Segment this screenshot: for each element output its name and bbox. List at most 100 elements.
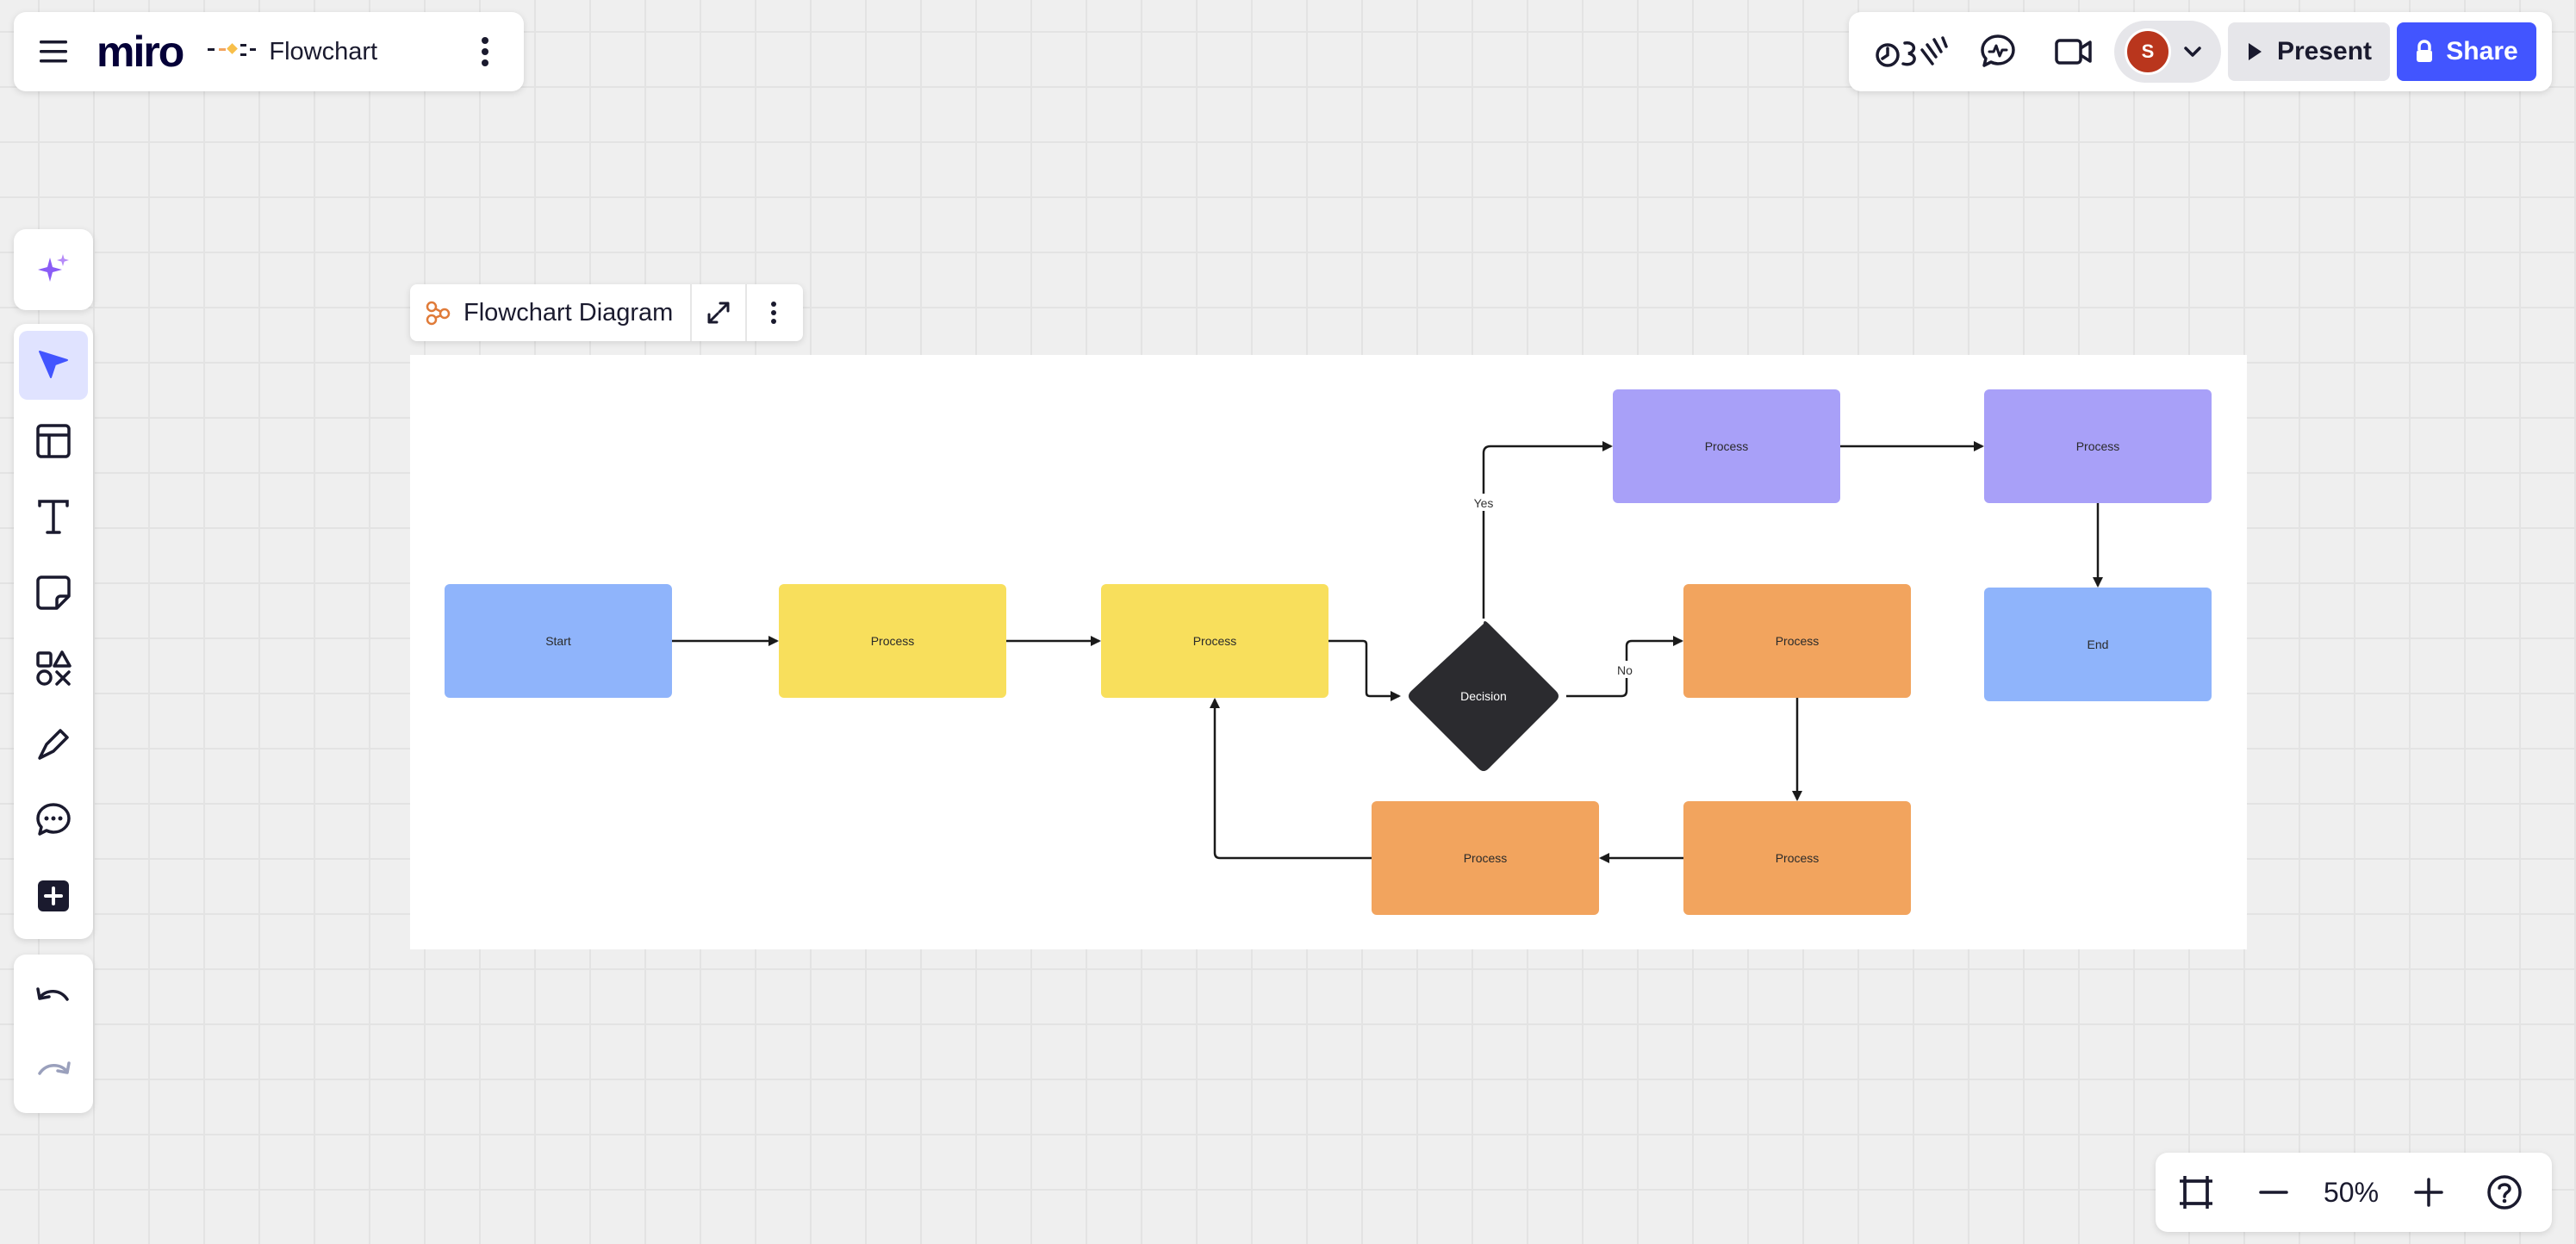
process-box[interactable]: [1613, 389, 1840, 503]
lock-icon: [2415, 40, 2434, 64]
process-box[interactable]: [1984, 389, 2212, 503]
reactions-icon[interactable]: [1871, 22, 1954, 82]
node-label: Process: [1464, 851, 1508, 865]
node-label: Decision: [1460, 689, 1507, 703]
node-label: Process: [1776, 634, 1820, 648]
select-tool-button[interactable]: [19, 331, 88, 400]
decision-diamond[interactable]: [1409, 621, 1559, 771]
present-button[interactable]: Present: [2228, 22, 2390, 81]
pen-icon: [34, 725, 72, 763]
hamburger-icon[interactable]: [36, 34, 71, 69]
ai-toolbar: [14, 229, 93, 310]
flowchart-node-p4[interactable]: Process: [1984, 389, 2212, 503]
help-icon: [2486, 1173, 2523, 1211]
user-menu[interactable]: S: [2114, 21, 2221, 83]
process-box[interactable]: [1984, 588, 2212, 701]
shapes-tool-button[interactable]: [19, 634, 88, 703]
diagram-icon: [424, 299, 451, 327]
video-camera-icon[interactable]: [2044, 22, 2104, 82]
flowchart-node-p5[interactable]: Process: [1683, 584, 1911, 698]
frame-title[interactable]: Flowchart Diagram: [464, 298, 674, 327]
more-vertical-icon[interactable]: [472, 30, 498, 73]
pen-tool-button[interactable]: [19, 710, 88, 779]
minus-icon: [2258, 1177, 2289, 1208]
node-label: Process: [1705, 439, 1749, 453]
connector-p2-to-decision[interactable]: [1328, 639, 1401, 701]
node-label: Process: [1193, 634, 1237, 648]
comment-tool-button[interactable]: [19, 786, 88, 855]
flowchart-node-end[interactable]: End: [1984, 588, 2212, 701]
process-box[interactable]: [445, 584, 672, 698]
connector-label-background: [1613, 661, 1637, 678]
node-label: Process: [1776, 851, 1820, 865]
more-tools-button[interactable]: [19, 861, 88, 930]
connector-label-background: [1472, 494, 1496, 511]
zoom-out-button[interactable]: [2243, 1162, 2304, 1222]
process-box[interactable]: [1683, 801, 1911, 915]
more-vertical-icon: [770, 301, 777, 325]
flowchart-node-start[interactable]: Start: [445, 584, 672, 698]
text-tool-button[interactable]: [19, 482, 88, 551]
frame-header-divider: [745, 284, 748, 341]
expand-button[interactable]: [692, 284, 745, 341]
connector-p7-to-p2[interactable]: [1210, 698, 1372, 860]
flowchart-node-decision[interactable]: Decision: [1409, 621, 1559, 771]
flowchart-board-icon: [207, 43, 257, 60]
flowchart-node-p6[interactable]: Process: [1683, 801, 1911, 915]
collaboration-toolbar: S Present Share: [1849, 12, 2552, 91]
zoom-in-button[interactable]: [2399, 1162, 2459, 1222]
redo-icon: [34, 1058, 72, 1089]
frame-header: Flowchart Diagram: [410, 284, 803, 341]
node-label: Process: [2076, 439, 2120, 453]
chevron-down-icon[interactable]: [2183, 46, 2202, 58]
process-box[interactable]: [1101, 584, 1328, 698]
undo-icon: [34, 984, 72, 1015]
frame-more-button[interactable]: [747, 284, 800, 341]
node-label: Process: [871, 634, 915, 648]
templates-icon: [34, 422, 72, 460]
flowchart-node-p1[interactable]: Process: [779, 584, 1006, 698]
shapes-icon: [34, 650, 72, 687]
flowchart-node-p3[interactable]: Process: [1613, 389, 1840, 503]
redo-button[interactable]: [19, 1039, 88, 1108]
node-label: Start: [545, 634, 571, 648]
play-icon: [2246, 41, 2263, 62]
undo-button[interactable]: [19, 965, 88, 1034]
board-header-panel: miro Flowchart: [14, 12, 524, 91]
zoom-toolbar: 50%: [2156, 1153, 2552, 1232]
cursor-icon: [36, 348, 71, 383]
history-toolbar: [14, 955, 93, 1113]
connector-label: Yes: [1474, 496, 1494, 510]
share-label: Share: [2446, 37, 2518, 65]
flowchart-node-p7[interactable]: Process: [1372, 801, 1599, 915]
miro-logo[interactable]: miro: [96, 28, 184, 76]
sticky-note-icon: [34, 574, 72, 612]
creation-toolbar: [14, 324, 93, 939]
fit-to-screen-button[interactable]: [2166, 1162, 2226, 1222]
sparkle-icon[interactable]: [34, 251, 72, 289]
frame-header-divider: [690, 284, 693, 341]
process-box[interactable]: [1372, 801, 1599, 915]
fit-to-screen-icon: [2177, 1173, 2215, 1211]
process-box[interactable]: [779, 584, 1006, 698]
present-label: Present: [2276, 37, 2373, 65]
templates-tool-button[interactable]: [19, 407, 88, 476]
plus-icon: [2413, 1177, 2444, 1208]
share-button[interactable]: Share: [2397, 22, 2536, 81]
avatar[interactable]: S: [2125, 28, 2171, 75]
sticky-note-tool-button[interactable]: [19, 558, 88, 627]
text-icon: [36, 498, 71, 536]
help-button[interactable]: [2474, 1162, 2535, 1222]
flowchart-node-p2[interactable]: Process: [1101, 584, 1328, 698]
process-box[interactable]: [1683, 584, 1911, 698]
zoom-level[interactable]: 50%: [2323, 1176, 2380, 1208]
board-title[interactable]: Flowchart: [269, 37, 378, 65]
connector-label: No: [1617, 663, 1633, 677]
chat-icon[interactable]: [1968, 22, 2028, 82]
plus-icon: [36, 879, 71, 913]
connector-decision-to-p3[interactable]: [1482, 441, 1613, 619]
